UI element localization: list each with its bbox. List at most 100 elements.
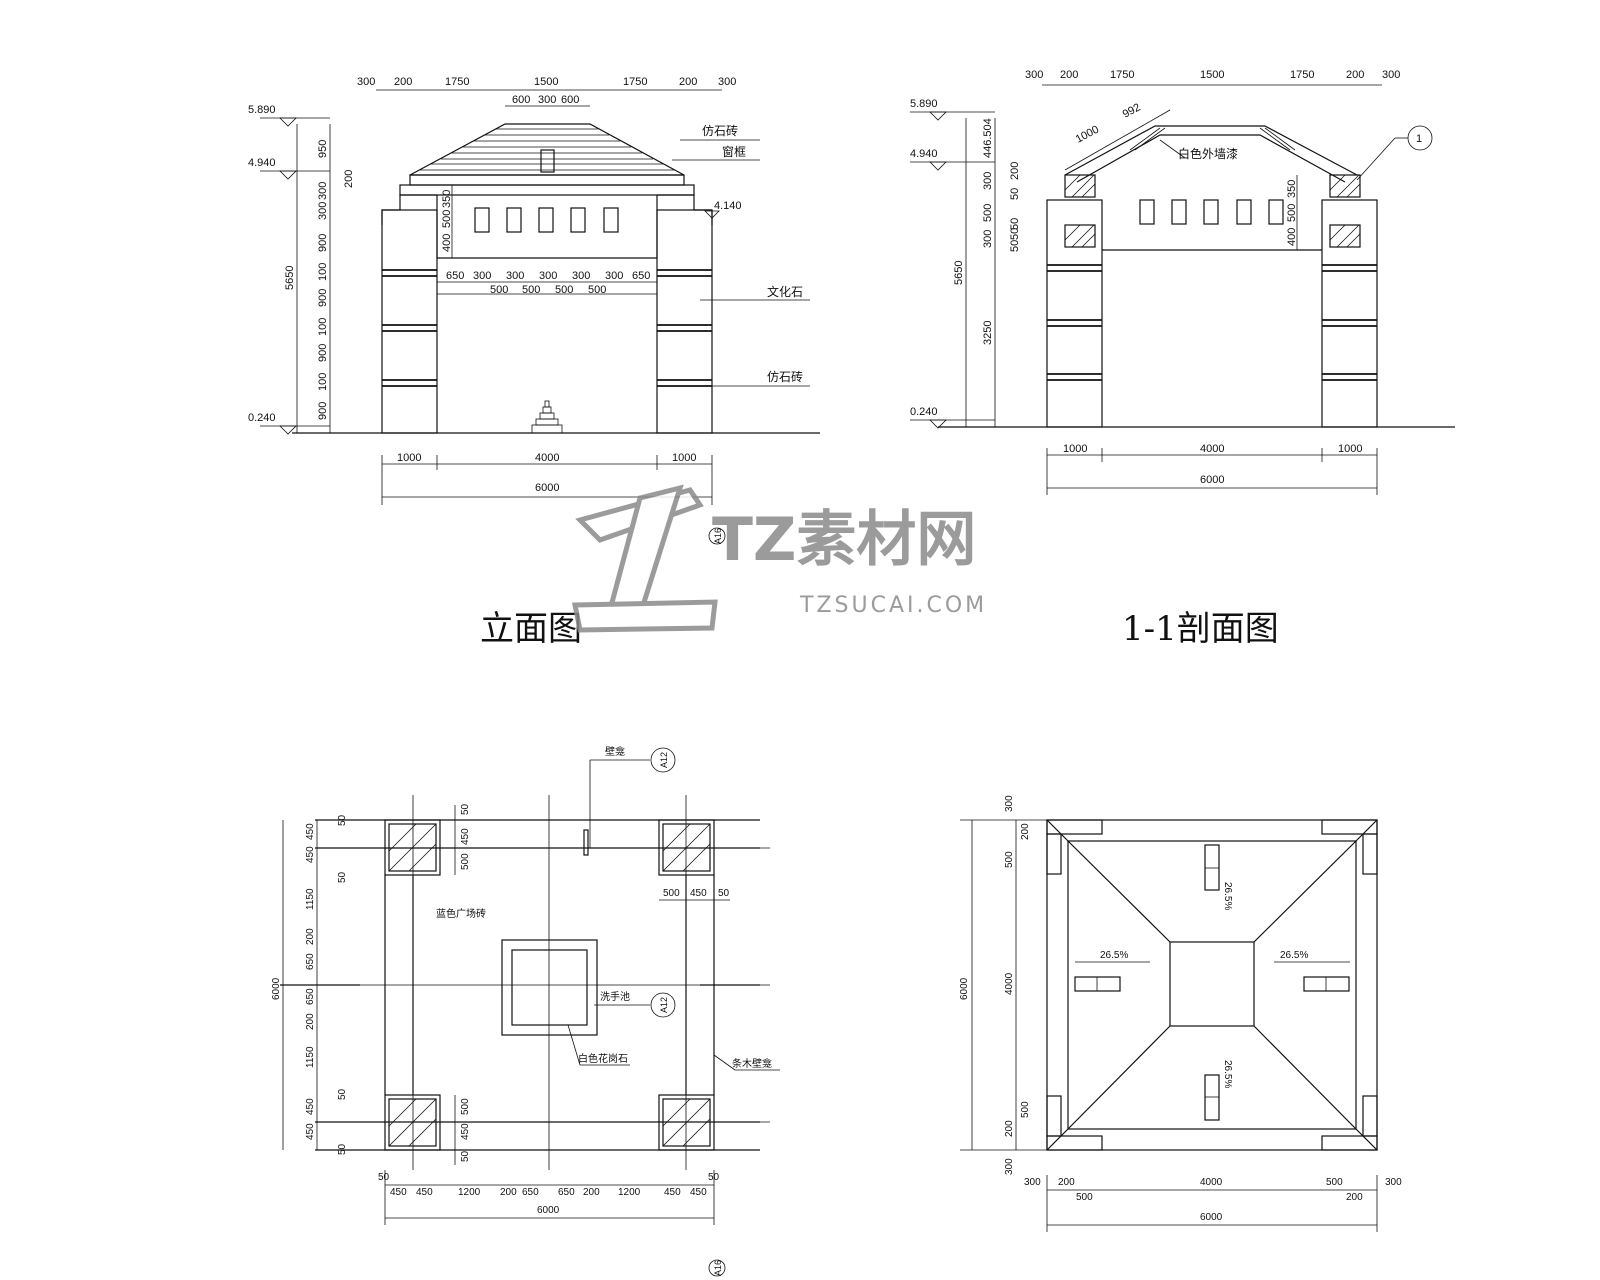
elev-dim-opening: 300 bbox=[506, 270, 524, 282]
plan-dim-col2: 450 bbox=[690, 888, 707, 899]
elev-level-pier: 4.140 bbox=[714, 200, 742, 212]
roof-dim-total: 6000 bbox=[959, 977, 970, 1000]
roof-dim-bottom: 300 bbox=[1385, 1177, 1402, 1188]
plan-dim-left: 450 bbox=[305, 1098, 316, 1115]
plan-dim-col3: 50 bbox=[460, 1150, 471, 1162]
roof-dim-left: 500 bbox=[1020, 1101, 1031, 1118]
watermark-main: TZ素材网 bbox=[712, 505, 976, 575]
plan-dim-left: 50 bbox=[337, 1143, 348, 1155]
elev-dim-top: 1750 bbox=[623, 76, 647, 88]
plan-dim-bottom: 200 bbox=[500, 1187, 517, 1198]
plan-dim-bottom: 50 bbox=[378, 1172, 390, 1183]
elev-dim-left: 300 bbox=[317, 182, 329, 200]
plan-drawing: A12 A12 壁龛 蓝色广场砖 洗手池 白色花岗石 条木壁龛 50 450 4… bbox=[271, 745, 780, 1277]
plan-dim-bottom: 1200 bbox=[618, 1187, 641, 1198]
plan-label-wood-niche: 条木壁龛 bbox=[732, 1057, 772, 1070]
elev-dim-inner: 350 bbox=[441, 190, 453, 208]
elev-dim-total-width: 6000 bbox=[535, 482, 559, 494]
sect-dim-left: 500 bbox=[982, 204, 994, 222]
plan-dim-left: 50 bbox=[337, 1088, 348, 1100]
sect-level-ground: 0.240 bbox=[910, 406, 938, 418]
sect-dim-top: 1750 bbox=[1110, 69, 1134, 81]
plan-marker-a12: A12 bbox=[659, 997, 669, 1013]
elev-dim-opening: 300 bbox=[473, 270, 491, 282]
elev-level-top: 5.890 bbox=[248, 104, 276, 116]
plan-dim-bottom: 450 bbox=[390, 1187, 407, 1198]
elev-dim-inner: 200 bbox=[343, 170, 355, 188]
elev-dim-opening: 300 bbox=[572, 270, 590, 282]
elev-dim-top: 1750 bbox=[445, 76, 469, 88]
elev-dim-opening2: 500 bbox=[490, 284, 508, 296]
sect-dim-right: 350 bbox=[1286, 180, 1298, 198]
roof-slope: 26.5% bbox=[1222, 882, 1233, 910]
section-drawing: 5.890 4.940 0.240 300 200 1750 1500 1750… bbox=[910, 69, 1455, 649]
roof-dim-bottom: 500 bbox=[1326, 1177, 1343, 1188]
sect-dim-bottom: 4000 bbox=[1200, 443, 1224, 455]
plan-dim-bottom: 650 bbox=[522, 1187, 539, 1198]
roof-slope: 26.5% bbox=[1280, 950, 1308, 961]
elev-label-fake-stone: 仿石砖 bbox=[702, 123, 738, 138]
sect-dim-bottom: 1000 bbox=[1063, 443, 1087, 455]
plan-label-niche: 壁龛 bbox=[605, 745, 625, 758]
sect-dim-top: 200 bbox=[1346, 69, 1364, 81]
sect-dim-left: 446.504 bbox=[982, 118, 994, 158]
sect-detail-marker: 1 bbox=[1416, 133, 1422, 145]
plan-dim-left: 450 bbox=[305, 846, 316, 863]
watermark-logo bbox=[571, 484, 718, 633]
plan-dim-left: 200 bbox=[305, 928, 316, 945]
elev-dim-opening: 650 bbox=[632, 270, 650, 282]
roof-dim-bottom-total: 6000 bbox=[1200, 1212, 1223, 1223]
elev-dim-left: 100 bbox=[317, 263, 329, 281]
roof-slope: 26.5% bbox=[1100, 950, 1128, 961]
plan-section-marker: A16 bbox=[713, 1260, 723, 1276]
elev-section-marker: A16 bbox=[713, 528, 723, 544]
roof-dim-bottom2: 200 bbox=[1346, 1192, 1363, 1203]
elev-dim-opening: 300 bbox=[605, 270, 623, 282]
sect-dim-slope: 992 bbox=[1121, 101, 1143, 120]
plan-dim-bottom: 450 bbox=[690, 1187, 707, 1198]
roof-dim-left: 300 bbox=[1004, 795, 1015, 812]
elev-dim-window: 300 bbox=[538, 94, 556, 106]
sect-level-top: 5.890 bbox=[910, 98, 938, 110]
section-title: 1-1剖面图 bbox=[1122, 609, 1279, 649]
elev-dim-top: 200 bbox=[394, 76, 412, 88]
plan-dim-col3: 450 bbox=[460, 1123, 471, 1140]
plan-label-granite: 白色花岗石 bbox=[578, 1052, 628, 1065]
roof-dim-bottom: 200 bbox=[1058, 1177, 1075, 1188]
plan-dim-left: 450 bbox=[305, 1123, 316, 1140]
sect-label-paint: 白色外墙漆 bbox=[1178, 146, 1238, 161]
plan-dim-bottom: 1200 bbox=[458, 1187, 481, 1198]
plan-dim-left: 50 bbox=[337, 814, 348, 826]
plan-dim-left: 450 bbox=[305, 823, 316, 840]
plan-dim-left: 1150 bbox=[305, 888, 316, 910]
sect-dim-left: 300 bbox=[982, 172, 994, 190]
sect-dim-total-height: 5650 bbox=[953, 261, 965, 285]
sect-level-mid: 4.940 bbox=[910, 148, 938, 160]
roof-dim-left: 200 bbox=[1020, 823, 1031, 840]
plan-dim-bottom: 450 bbox=[416, 1187, 433, 1198]
plan-dim-bottom: 200 bbox=[583, 1187, 600, 1198]
sect-dim-small: 50 bbox=[1009, 228, 1021, 240]
elev-dim-top: 300 bbox=[718, 76, 736, 88]
sect-dim-top: 200 bbox=[1060, 69, 1078, 81]
elev-dim-inner: 400 bbox=[441, 234, 453, 252]
roof-dim-left: 4000 bbox=[1004, 972, 1015, 995]
sect-dim-right: 500 bbox=[1286, 204, 1298, 222]
elev-label-fake-stone-2: 仿石砖 bbox=[767, 369, 803, 384]
plan-dim-bottom: 450 bbox=[664, 1187, 681, 1198]
plan-dim-col: 500 bbox=[460, 853, 471, 870]
elev-dim-opening2: 500 bbox=[522, 284, 540, 296]
sect-dim-top: 300 bbox=[1382, 69, 1400, 81]
elev-dim-window: 600 bbox=[561, 94, 579, 106]
elev-dim-left: 100 bbox=[317, 318, 329, 336]
plan-dim-col2: 500 bbox=[663, 888, 680, 899]
elev-label-window-frame: 窗框 bbox=[722, 145, 746, 159]
plan-dim-bottom: 50 bbox=[708, 1172, 720, 1183]
elev-dim-top: 1500 bbox=[534, 76, 558, 88]
plan-dim-total: 6000 bbox=[271, 977, 282, 1000]
elev-dim-total-height: 5650 bbox=[284, 266, 296, 290]
sect-dim-small: 200 bbox=[1009, 162, 1021, 180]
elev-dim-inner: 500 bbox=[441, 210, 453, 228]
elev-dim-left: 100 bbox=[317, 373, 329, 391]
